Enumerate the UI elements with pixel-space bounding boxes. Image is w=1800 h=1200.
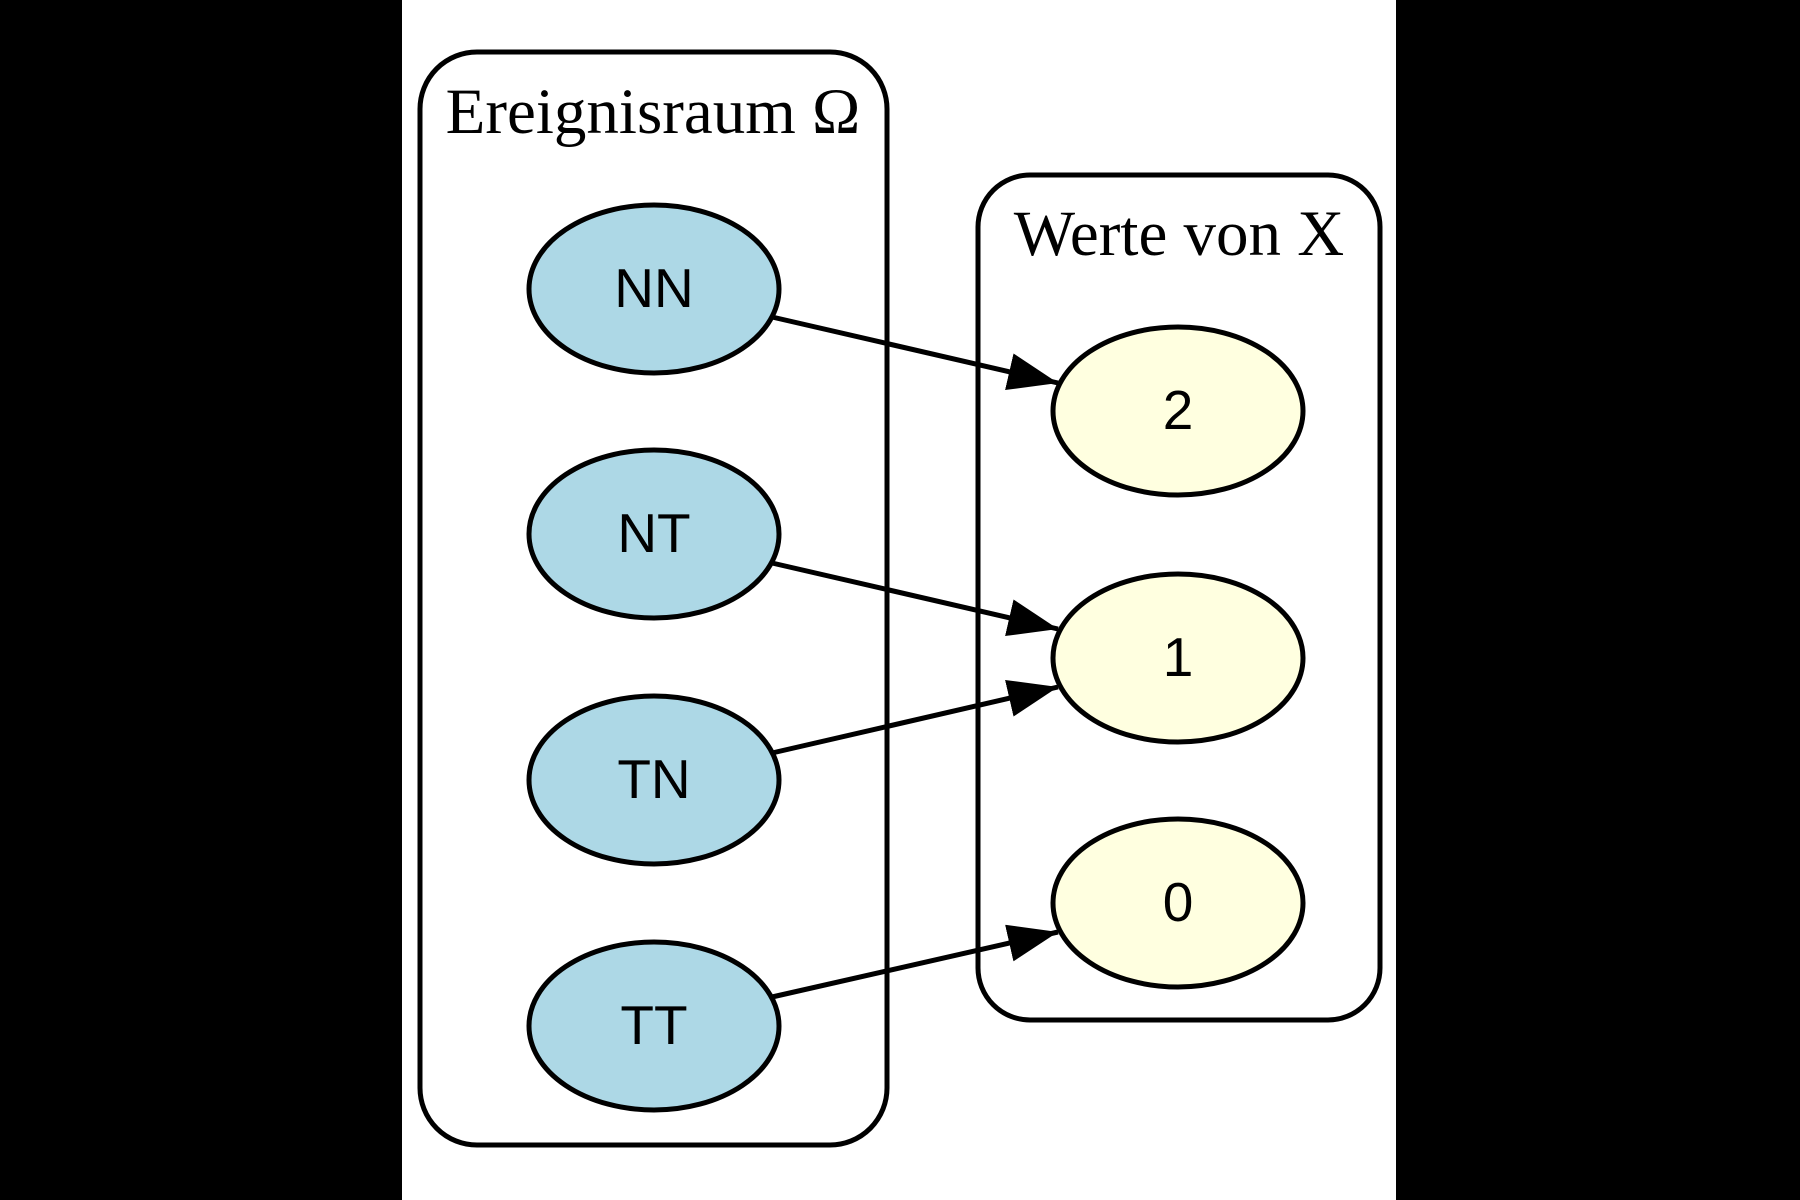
outcome-node-NN-label: NN bbox=[614, 257, 693, 319]
value-node-0-label: 0 bbox=[1163, 871, 1194, 933]
value-node-1-ellipse bbox=[1050, 571, 1306, 745]
sample-space-title: Ereignisraum Ω bbox=[446, 76, 861, 148]
arrow-NT-to-1 bbox=[771, 560, 1059, 637]
value-node-0: 0 bbox=[1050, 816, 1306, 990]
arrow-NN-to-2 bbox=[771, 314, 1059, 391]
value-node-2-ellipse bbox=[1050, 324, 1306, 498]
value-node-0-ellipse bbox=[1050, 816, 1306, 990]
value-nodes: 2 1 0 bbox=[1050, 324, 1306, 990]
value-node-2-label: 2 bbox=[1163, 379, 1194, 441]
value-node-2: 2 bbox=[1050, 324, 1306, 498]
outcome-node-NT: NT bbox=[526, 447, 782, 621]
arrow-TN-to-1 bbox=[771, 679, 1059, 756]
outcome-node-NN: NN bbox=[526, 202, 782, 376]
value-node-1-label: 1 bbox=[1163, 626, 1194, 688]
outcome-node-NT-label: NT bbox=[617, 502, 690, 564]
mapping-arrows bbox=[771, 314, 1059, 1000]
outcome-node-TT-ellipse bbox=[526, 939, 782, 1113]
outcome-node-TN-ellipse bbox=[526, 693, 782, 867]
outcome-nodes: NN NT TN TT bbox=[526, 202, 782, 1113]
outcome-node-TT: TT bbox=[526, 939, 782, 1113]
value-node-1: 1 bbox=[1050, 571, 1306, 745]
values-title: Werte von X bbox=[1014, 198, 1345, 270]
outcome-node-NT-ellipse bbox=[526, 447, 782, 621]
arrow-TT-to-0 bbox=[771, 924, 1059, 1000]
outcome-node-TT-label: TT bbox=[620, 994, 687, 1056]
outcome-node-TN-label: TN bbox=[617, 748, 690, 810]
outcome-node-NN-ellipse bbox=[526, 202, 782, 376]
outcome-node-TN: TN bbox=[526, 693, 782, 867]
